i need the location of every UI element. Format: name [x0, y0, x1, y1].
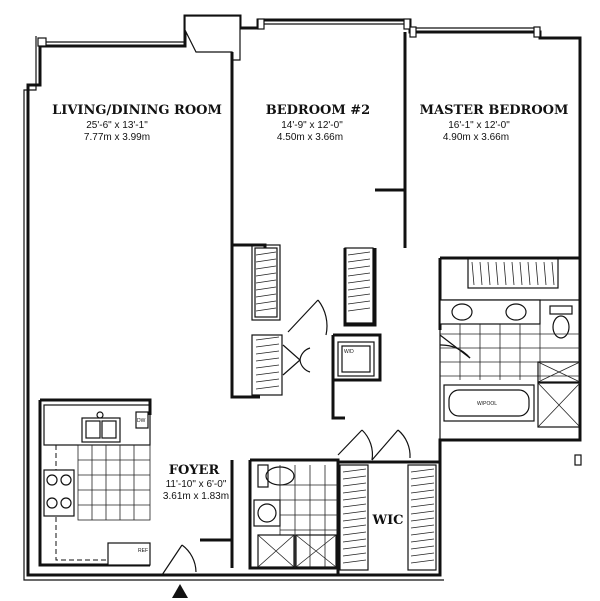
- foyer-name: FOYER: [169, 463, 220, 478]
- wic-name: WIC: [371, 513, 403, 528]
- bedroom-2-dim-metric: 4.50m x 3.66m: [277, 132, 343, 143]
- closets: [251, 244, 559, 571]
- master-bedroom-dim-imperial: 16'-1" x 12'-0": [448, 120, 510, 131]
- doors: [161, 299, 471, 576]
- master-bath: W/POOL: [439, 299, 581, 441]
- living-dining-room-dim-imperial: 25'-6" x 13'-1": [86, 120, 148, 131]
- refrigerator-label: REF: [138, 548, 148, 554]
- bedroom-2-dim-imperial: 14'-9" x 12'-0": [281, 120, 343, 131]
- living-dining-label-group: LIVING/DINING ROOM 25'-6" x 13'-1" 7.77m…: [52, 103, 222, 143]
- bedroom-2-label-group: BEDROOM #2 14'-9" x 12'-0" 4.50m x 3.66m: [266, 103, 370, 143]
- bedroom-2-name: BEDROOM #2: [266, 103, 370, 118]
- entry-arrow-icon: [172, 584, 188, 598]
- dishwasher-label: DW: [137, 418, 146, 424]
- washer-dryer-label: W/D: [344, 349, 354, 355]
- washer-dryer: W/D: [337, 341, 375, 377]
- foyer-dim-metric: 3.61m x 1.83m: [163, 491, 229, 502]
- foyer-label-group: FOYER 11'-10" x 6'-0" 3.61m x 1.83m: [163, 463, 229, 502]
- living-dining-room-name: LIVING/DINING ROOM: [52, 103, 222, 118]
- master-bedroom-dim-metric: 4.90m x 3.66m: [443, 132, 509, 143]
- kitchen: DW REF: [43, 404, 151, 566]
- exterior-walls: [23, 14, 582, 581]
- master-bedroom-label-group: MASTER BEDROOM 16'-1" x 12'-0" 4.90m x 3…: [420, 103, 569, 143]
- foyer-dim-imperial: 11'-10" x 6'-0": [166, 479, 227, 490]
- living-dining-room-dim-metric: 7.77m x 3.99m: [84, 132, 150, 143]
- second-bath: [253, 464, 338, 568]
- master-bedroom-name: MASTER BEDROOM: [420, 103, 569, 118]
- whirlpool-label: W/POOL: [477, 401, 497, 407]
